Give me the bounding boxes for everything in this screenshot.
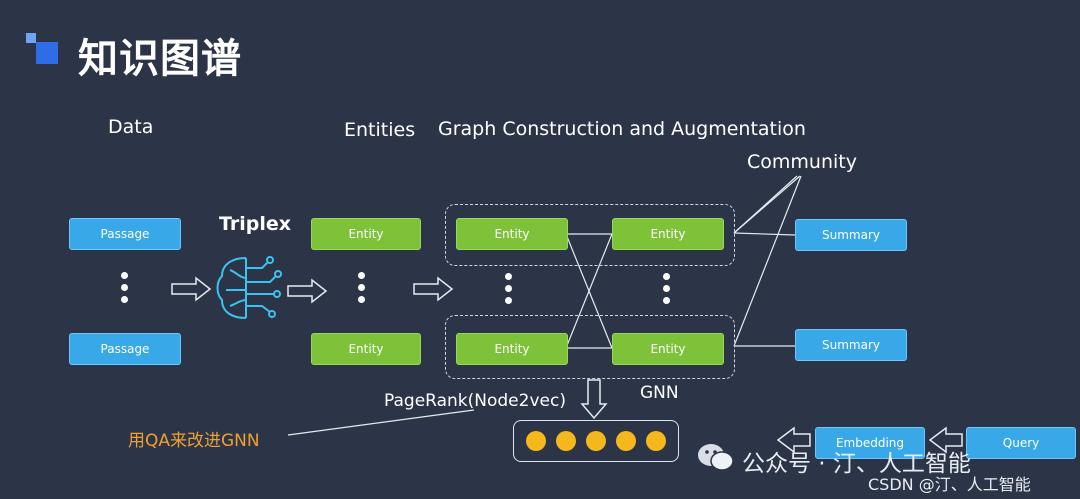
brain-icon [216,256,282,319]
embedding-dot [616,431,636,451]
column-label-community: Community [747,151,857,173]
embedding-box: Embedding [815,427,925,459]
passage-box: Passage [69,333,181,365]
wechat-icon [698,444,734,471]
page-title: 知识图谱 [78,36,242,82]
graph-entity-box: Entity [612,333,724,365]
right-arrow-icon [413,276,454,302]
gnn-label: GNN [640,383,679,403]
ellipsis-dots [663,273,671,309]
qa-note: 用QA来改进GNN [128,431,260,451]
column-label-data: Data [108,116,154,138]
csdn-watermark: CSDN @汀、人工智能 [868,475,1031,494]
ellipsis-dots [121,272,129,308]
community-group-bottom [445,315,735,379]
ellipsis-dots [358,272,366,308]
summary-box: Summary [795,329,907,361]
query-box: Query [966,427,1076,459]
summary-box: Summary [795,219,907,251]
embedding-vector [513,420,679,462]
ellipsis-dots [505,273,513,309]
left-arrow-icon [776,426,963,454]
embedding-dot [556,431,576,451]
passage-box: Passage [69,218,181,250]
column-label-entities: Entities [344,119,416,141]
entity-box: Entity [311,218,421,250]
right-arrow-icon [171,276,212,302]
graph-entity-box: Entity [456,333,568,365]
entity-box: Entity [311,333,421,365]
embedding-dot [646,431,666,451]
graph-entity-box: Entity [612,218,724,250]
community-group-top [445,204,735,266]
embedding-dot [526,431,546,451]
community-lines [287,175,802,436]
down-arrow-icon [580,379,608,420]
right-arrow-icon [287,278,328,304]
column-label-graph: Graph Construction and Augmentation [438,118,806,140]
wechat-watermark: 公众号 · 汀、人工智能 [742,451,971,477]
graph-entity-box: Entity [456,218,568,250]
pagerank-label: PageRank(Node2vec) [384,391,566,411]
triplex-label: Triplex [219,213,292,235]
embedding-dot [586,431,606,451]
